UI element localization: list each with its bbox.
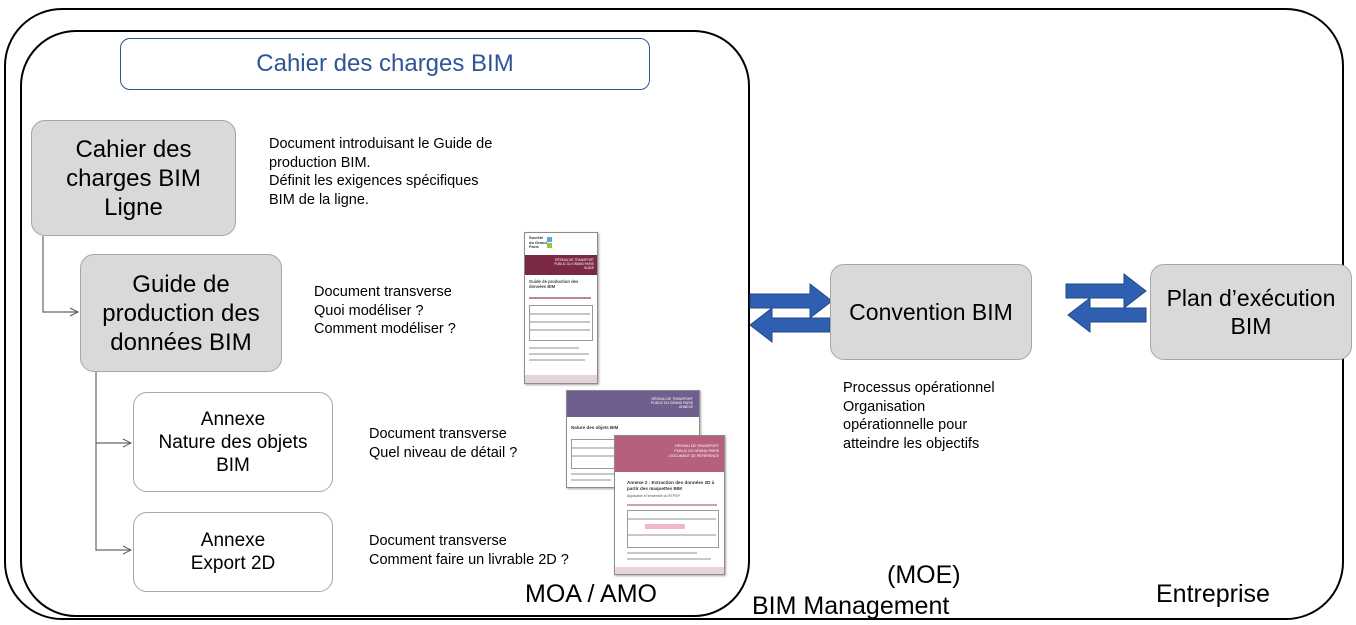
cdc-line-1: Cahier des (75, 135, 192, 163)
annexe2-line-1: Annexe (200, 530, 266, 551)
arrow-left-plan-convention (1067, 296, 1147, 334)
guide-desc-line: Document transverse (314, 284, 452, 300)
doc-header-text: PUBLIC DU GRAND PARIS (674, 449, 719, 453)
convention-bim-box: Convention BIM (830, 264, 1032, 360)
doc-tag-text: ANNEXE (679, 405, 693, 410)
guide-desc-line: Quoi modéliser ? (314, 302, 424, 319)
arrow-right-moa-convention (749, 282, 833, 320)
export-doc-subtitle: Applicable à l’ensemble du RTPGP (627, 494, 680, 498)
nature-doc-header: RÉSEAU DE TRANSPORT PUBLIC DU GRAND PARI… (567, 391, 699, 417)
moe-label: (MOE) (887, 561, 961, 589)
annexe2-desc-line: Comment faire un livrable 2D ? (369, 551, 569, 568)
connector-guide-annexe1 (95, 372, 131, 443)
annexe1-desc-line: Document transverse (369, 426, 507, 442)
export-doc-title: Annexe 2 : Extraction des données 2D à p… (627, 480, 715, 491)
guide-doc-title: Guide de production des données BIM (529, 279, 579, 289)
guide-line-2: production des (102, 299, 260, 327)
doc-header-text: PUBLIC DU GRAND PARIS (650, 401, 693, 406)
guide-line-3: données BIM (110, 328, 252, 356)
logo-text: Société (529, 235, 544, 240)
convention-label: Convention BIM (849, 298, 1013, 325)
annexe1-line-1: Annexe (200, 408, 266, 430)
export-doc-header: RÉSEAU DE TRANSPORT PUBLIC DU GRAND PARI… (615, 436, 724, 472)
convention-desc-line: Processus opérationnel (843, 380, 995, 396)
doc-header-text: RÉSEAU DE TRANSPORT (651, 397, 693, 401)
annexe1-line-2: Nature des objets (158, 431, 308, 453)
annexe1-desc-line: Quel niveau de détail ? (369, 444, 518, 461)
bim-management-label: BIM Management (752, 592, 950, 620)
plan-execution-box: Plan d’exécution BIM (1150, 264, 1352, 360)
doc-header-text: RÉSEAU DE TRANSPORT (675, 444, 719, 448)
annexe-export-box: Annexe Export 2D (133, 512, 333, 592)
plan-line-2: BIM (1230, 313, 1272, 339)
convention-desc-line: Organisation (843, 398, 926, 415)
guide-description: Document transverse Quoi modéliser ? Com… (314, 283, 456, 339)
guide-doc-logo: Société du Grand Paris (529, 235, 547, 250)
doc-header-text: PUBLIC DU GRAND PARIS (554, 262, 594, 266)
connector-guide-annexe2 (95, 443, 131, 550)
cdc-line-2: charges BIM (66, 164, 201, 192)
doc-table (627, 510, 719, 548)
annexe-nature-box: Annexe Nature des objets BIM (133, 392, 333, 492)
logo-text: Paris (529, 244, 539, 249)
annexe2-desc-line: Document transverse (369, 533, 507, 549)
cdc-desc-line: Document introduisant le Guide de (269, 136, 493, 152)
cdc-desc-line: production BIM. (269, 154, 371, 171)
convention-desc-line: atteindre les objectifs (843, 435, 980, 452)
doc-highlight-row (645, 524, 685, 529)
cdc-desc-line: BIM de la ligne. (269, 191, 369, 208)
guide-doc-header: RÉSEAU DE TRANSPORT PUBLIC DU GRAND PARI… (525, 255, 597, 275)
cdc-line-3: Ligne (104, 193, 163, 221)
guide-production-box: Guide de production des données BIM (80, 254, 282, 372)
plan-line-1: Plan d’exécution (1166, 285, 1336, 311)
doc-tag-text: DOCUMENT DE RÉFÉRENCE (669, 454, 719, 458)
guide-line-1: Guide de (132, 270, 230, 298)
logo-square-icon (547, 237, 552, 242)
logo-text: du Grand (529, 239, 547, 245)
annexe1-description: Document transverse Quel niveau de détai… (369, 425, 517, 462)
arrow-left-convention-moa (749, 306, 831, 344)
annexe2-description: Document transverse Comment faire un liv… (369, 532, 569, 569)
logo-square-icon (547, 243, 552, 248)
arrow-right-convention-plan (1065, 272, 1147, 310)
doc-table (529, 305, 593, 341)
guide-document-thumbnail: Société du Grand Paris RÉSEAU DE TRANSPO… (524, 232, 598, 384)
guide-desc-line: Comment modéliser ? (314, 321, 456, 337)
cdc-desc-line: Définit les exigences spécifiques (269, 173, 479, 189)
entreprise-label: Entreprise (1156, 580, 1270, 608)
convention-description: Processus opérationnel Organisation opér… (843, 379, 995, 453)
moa-amo-label: MOA / AMO (525, 580, 657, 608)
annexe2-line-2: Export 2D (190, 553, 276, 574)
nature-doc-title: Nature des objets BIM (571, 425, 619, 430)
doc-header-text: RÉSEAU DE TRANSPORT (555, 258, 594, 262)
cdc-description: Document introduisant le Guide de produc… (269, 135, 492, 209)
doc-tag-text: GUIDE (583, 266, 594, 270)
connector-cdc-guide (42, 236, 78, 312)
cdc-ligne-box: Cahier des charges BIM Ligne (31, 120, 236, 236)
convention-desc-line: opérationnelle pour (843, 417, 968, 433)
export-document-thumbnail: RÉSEAU DE TRANSPORT PUBLIC DU GRAND PARI… (614, 435, 725, 575)
page-title: Cahier des charges BIM (120, 38, 650, 90)
annexe1-line-3: BIM (216, 454, 250, 476)
